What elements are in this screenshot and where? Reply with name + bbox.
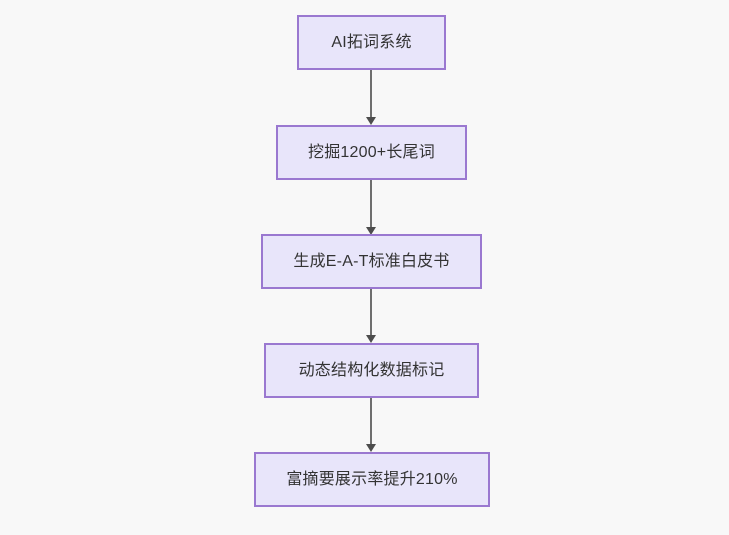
flowchart-edge-3-arrowhead-icon bbox=[366, 335, 376, 343]
flowchart-node-dynamic-structured-data-markup[interactable]: 动态结构化数据标记 bbox=[264, 343, 479, 398]
flowchart-node-mine-longtail-keywords[interactable]: 挖掘1200+长尾词 bbox=[276, 125, 467, 180]
flowchart-node-ai-keyword-system[interactable]: AI拓词系统 bbox=[297, 15, 446, 70]
flowchart-node-rich-snippet-impression-lift[interactable]: 富摘要展示率提升210% bbox=[254, 452, 490, 507]
flowchart-node-generate-eat-whitepaper[interactable]: 生成E-A-T标准白皮书 bbox=[261, 234, 482, 289]
flowchart-edge-1-line bbox=[370, 70, 372, 117]
flowchart-edge-2-arrowhead-icon bbox=[366, 227, 376, 235]
node-label: 富摘要展示率提升210% bbox=[286, 470, 458, 488]
flowchart-edge-3-line bbox=[370, 289, 372, 335]
flowchart-edge-1-arrowhead-icon bbox=[366, 117, 376, 125]
node-label: AI拓词系统 bbox=[331, 33, 412, 51]
node-label: 动态结构化数据标记 bbox=[298, 361, 445, 379]
node-label: 生成E-A-T标准白皮书 bbox=[293, 252, 450, 270]
flowchart-edge-4-arrowhead-icon bbox=[366, 444, 376, 452]
flowchart-edge-4-line bbox=[370, 398, 372, 444]
flowchart-edge-2-line bbox=[370, 180, 372, 227]
node-label: 挖掘1200+长尾词 bbox=[308, 143, 435, 161]
